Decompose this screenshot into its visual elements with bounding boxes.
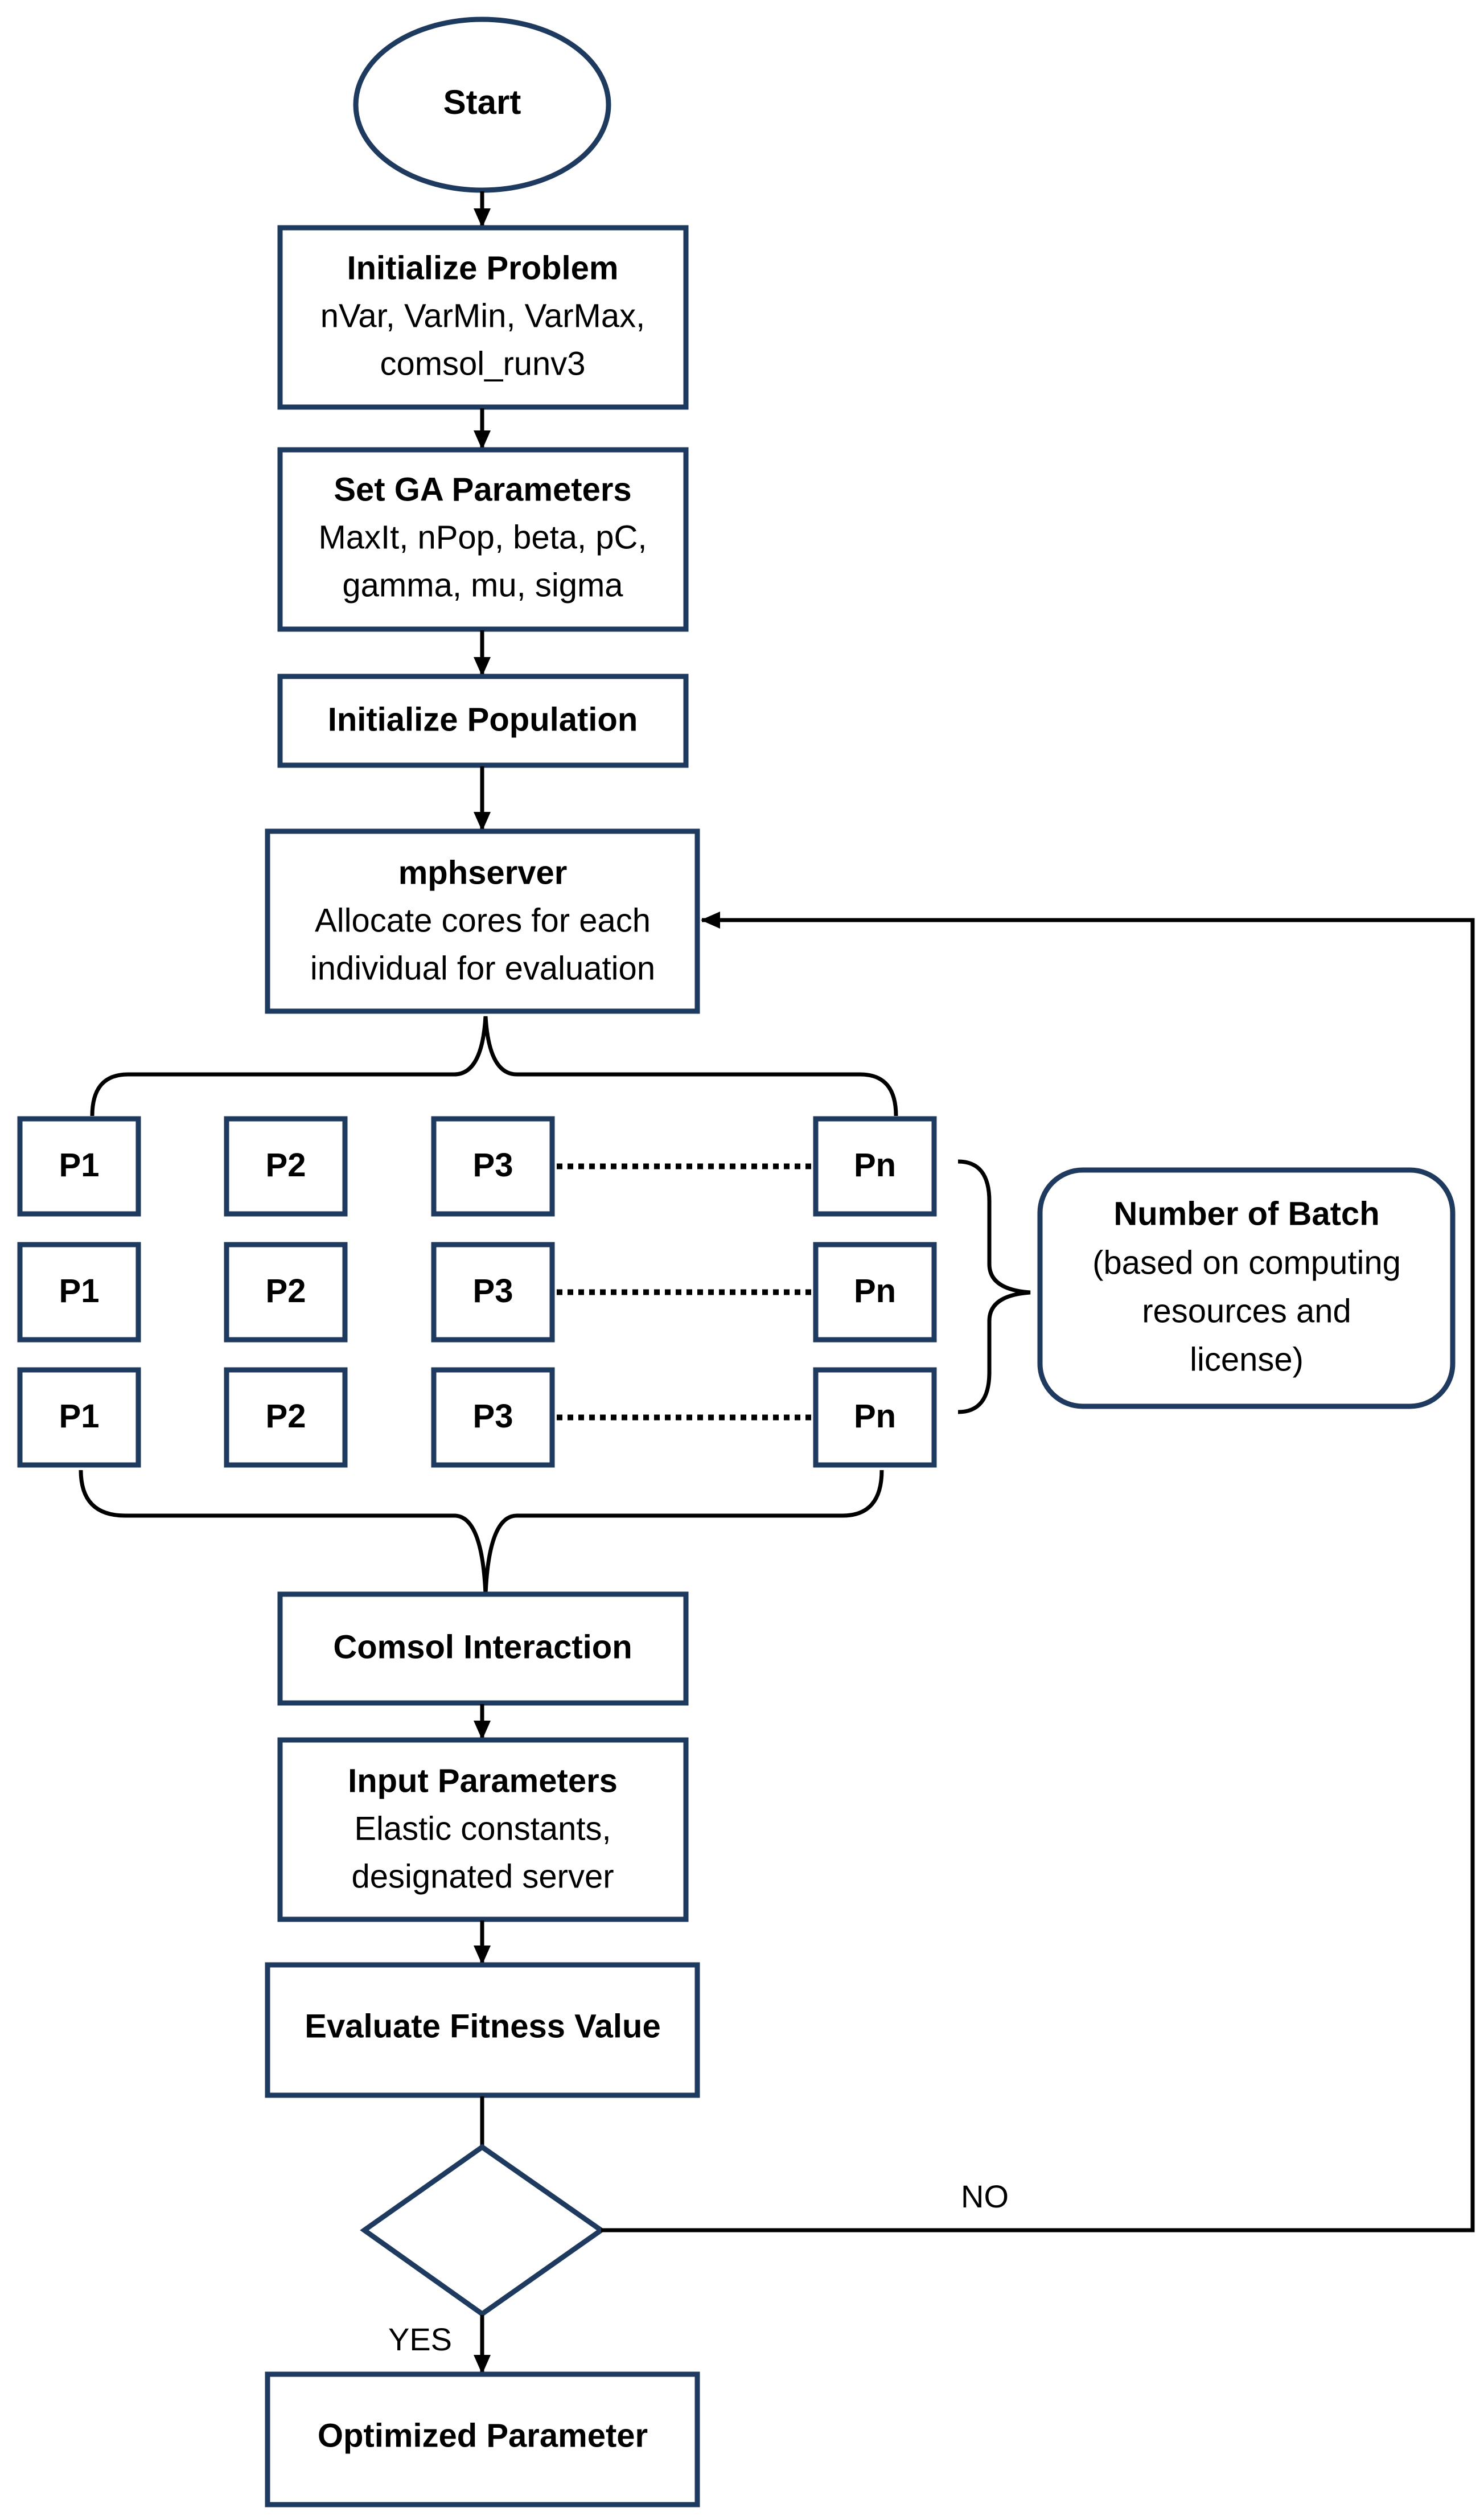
input-parameters-title: Input Parameters [348,1762,618,1799]
set-ga-box [277,447,689,632]
process-cell-label: P1 [59,1147,100,1184]
set-ga-line2: gamma, mu, sigma [342,567,623,604]
evaluate-fitness-label: Evaluate Fitness Value [305,2008,660,2045]
init-population-box [277,674,689,768]
process-cell-label: P2 [266,1398,306,1435]
batch-row: P1 P2 P3 Pn [17,1367,937,1468]
process-cell-box [17,1367,141,1468]
process-cell-box [224,1367,348,1468]
start-ellipse [353,17,611,193]
batch-note-line3: license) [1190,1341,1304,1378]
process-cell-label: P3 [473,1273,513,1310]
decision-diamond [360,2144,606,2317]
batch-note-box [1037,1167,1456,1409]
input-parameters-node: Input Parameters Elastic constants, desi… [277,1737,689,1922]
process-cell-box [431,1367,555,1468]
process-cell-box [224,1242,348,1343]
init-population-node: Initialize Population [277,674,689,768]
comsol-interaction-label: Comsol Interaction [333,1628,632,1665]
set-ga-node: Set GA Parameters MaxIt, nPop, beta, pC,… [277,447,689,632]
batch-note-node: Number of Batch (based on computing reso… [1037,1167,1456,1409]
comsol-interaction-box [277,1591,689,1706]
batch-row: P1 P2 P3 Pn [17,1242,937,1343]
top-brace [90,1016,898,1117]
set-ga-title: Set GA Parameters [334,471,631,508]
bottom-brace [79,1470,884,1595]
init-problem-line1: nVar, VarMin, VarMax, [320,297,646,334]
process-cell-box [813,1116,937,1217]
start-node: Start [353,17,611,193]
process-cell-label: P1 [59,1273,100,1310]
input-parameters-line1: Elastic constants, [354,1810,611,1847]
init-problem-line2: comsol_runv3 [380,345,585,382]
process-cell-box [17,1116,141,1217]
process-cell-label: Pn [854,1273,896,1310]
mphserver-line2: individual for evaluation [310,950,655,987]
process-cell-box [431,1242,555,1343]
process-cell-label: P3 [473,1147,513,1184]
mphserver-box [265,828,700,1014]
input-parameters-line2: designated server [351,1858,614,1895]
process-cell-box [224,1116,348,1217]
batch-row: P1 P2 P3 Pn [17,1116,937,1217]
init-problem-box [277,225,689,410]
optimized-parameter-box [265,2371,700,2507]
process-cell-box [813,1242,937,1343]
process-cell-box [17,1242,141,1343]
evaluate-fitness-box [265,1962,700,2098]
mphserver-title: mphserver [398,854,568,891]
evaluate-fitness-node: Evaluate Fitness Value [265,1962,700,2098]
no-label: NO [961,2178,1009,2214]
input-parameters-box [277,1737,689,1922]
process-cell-box [813,1367,937,1468]
comsol-interaction-node: Comsol Interaction [277,1591,689,1706]
init-problem-title: Initialize Problem [347,249,619,286]
batch-note-title: Number of Batch [1113,1195,1379,1232]
set-ga-line1: MaxIt, nPop, beta, pC, [318,519,647,556]
mphserver-line1: Allocate cores for each [315,902,651,939]
yes-label: YES [388,2321,452,2357]
start-label: Start [443,83,521,121]
arrow-no-loop [601,912,1475,2232]
process-cell-label: Pn [854,1398,896,1435]
process-cell-label: P3 [473,1398,513,1435]
optimized-parameter-node: Optimized Parameter [265,2371,700,2507]
process-cell-label: Pn [854,1147,896,1184]
batch-note-line1: (based on computing [1092,1244,1401,1281]
process-cell-box [431,1116,555,1217]
right-brace [957,1159,1031,1414]
process-cell-label: P1 [59,1398,100,1435]
process-cell-label: P2 [266,1273,306,1310]
init-population-label: Initialize Population [328,701,638,738]
optimized-parameter-label: Optimized Parameter [318,2417,648,2454]
init-problem-node: Initialize Problem nVar, VarMin, VarMax,… [277,225,689,410]
batch-note-line2: resources and [1142,1292,1351,1329]
process-cell-label: P2 [266,1147,306,1184]
mphserver-node: mphserver Allocate cores for each indivi… [265,828,700,1014]
